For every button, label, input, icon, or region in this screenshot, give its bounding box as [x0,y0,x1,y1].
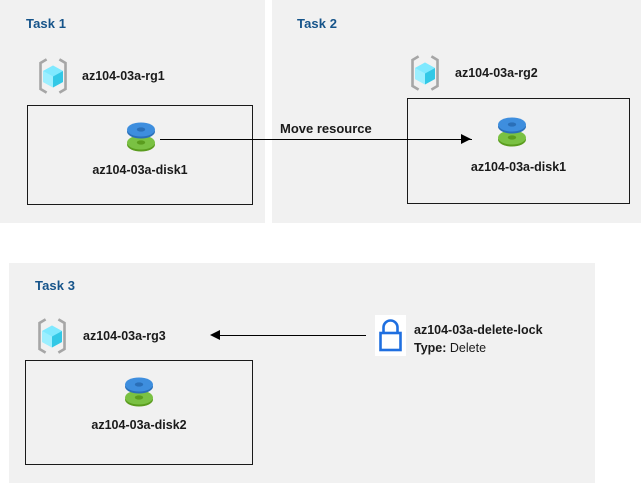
task1-panel [0,0,265,223]
task3-title: Task 3 [35,278,76,293]
task3-rg-label: az104-03a-rg3 [83,329,166,343]
resource-group-icon [36,58,70,94]
task1-resource-label: az104-03a-disk1 [92,163,188,177]
lock-arrow-head [210,330,220,340]
lock-type-value: Delete [449,341,487,355]
task2-title: Task 2 [297,16,338,31]
task2-panel [272,0,641,223]
resource-group-icon [408,55,442,91]
move-resource-arrow-head [461,134,471,144]
task2-rg-label: az104-03a-rg2 [455,66,538,80]
padlock-icon [377,317,404,354]
managed-disk-icon [493,112,531,150]
move-resource-label: Move resource [280,121,372,136]
managed-disk-icon [120,372,158,410]
lock-type-label: Type: [414,341,447,355]
task2-resource-box [407,98,630,204]
task3-resource-label: az104-03a-disk2 [91,418,187,432]
task3-panel [9,263,595,483]
task2-resource-label: az104-03a-disk1 [470,160,567,174]
task3-resource-box [25,360,253,465]
lock-type-row: Type: Delete [414,341,486,355]
task1-resource-box [27,105,253,205]
task1-rg-label: az104-03a-rg1 [82,69,165,83]
resource-group-icon [35,318,69,354]
lock-arrow-line [220,335,366,336]
lock-name-label: az104-03a-delete-lock [414,323,543,337]
managed-disk-icon [122,117,160,155]
task1-title: Task 1 [26,16,67,31]
move-resource-arrow-line [160,139,472,140]
